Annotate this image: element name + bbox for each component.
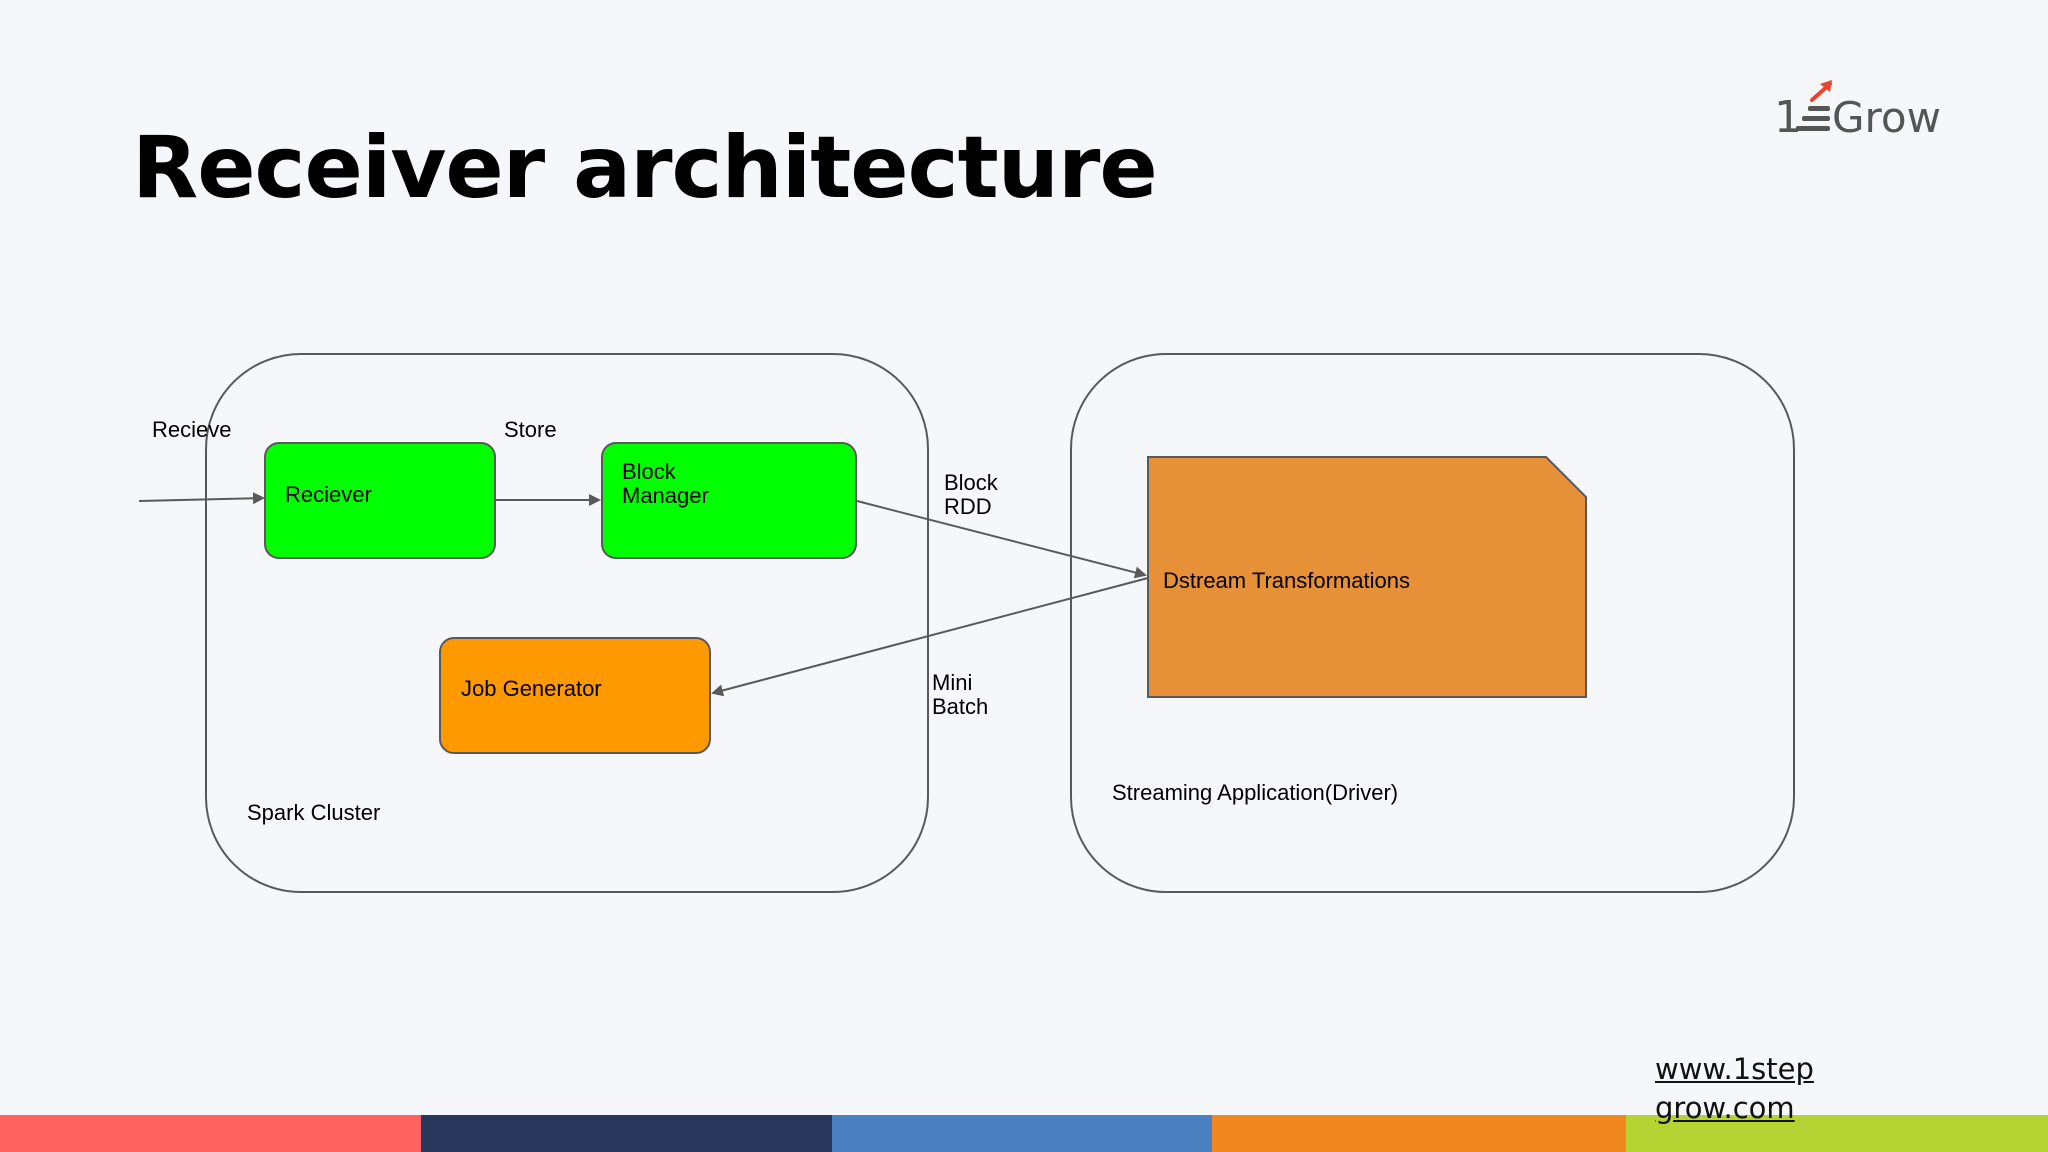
bar-segment-4 [1212,1115,1626,1152]
dstream-transformations-box [1147,456,1587,698]
website-link-line2[interactable]: grow.com [1655,1091,1795,1125]
website-link[interactable]: www.1step grow.com [1655,1050,1825,1128]
bar-segment-5 [1626,1115,2048,1152]
spark-cluster-label: Spark Cluster [247,800,380,825]
block-manager-box [601,442,857,559]
receiver-label: Reciever [285,482,372,507]
receiver-box [264,442,496,559]
block-rdd-label-line2: RDD [944,494,992,519]
mini-batch-arrow [711,577,1149,697]
job-generator-box [439,637,711,754]
driver-label: Streaming Application(Driver) [1112,780,1398,805]
bar-segment-2 [421,1115,832,1152]
slide-title: Receiver architecture [132,118,1158,218]
dstream-transformations-label: Dstream Transformations [1163,568,1410,593]
website-link-line1[interactable]: www.1step [1655,1052,1814,1086]
job-generator-label: Job Generator [461,676,602,701]
block-manager-label-line1: Block [622,459,677,484]
spark-cluster-container [205,353,929,893]
logo-text: Grow [1832,93,1941,138]
store-edge-label: Store [504,417,557,442]
block-rdd-label-line1: Block [944,470,999,495]
bottom-color-bar [0,1115,2048,1152]
bar-segment-3 [832,1115,1212,1152]
mini-batch-label-line1: Mini [932,670,972,695]
driver-container [1070,353,1795,893]
receive-edge-label: Recieve [152,417,231,442]
logo: 1 Grow [1774,80,1941,138]
stairs-arrow-icon [1796,80,1832,131]
block-rdd-arrow [856,500,1147,579]
mini-batch-label-line2: Batch [932,694,988,719]
receive-arrow [138,492,265,505]
bar-segment-1 [0,1115,421,1152]
block-manager-label-line2: Manager [622,483,709,508]
